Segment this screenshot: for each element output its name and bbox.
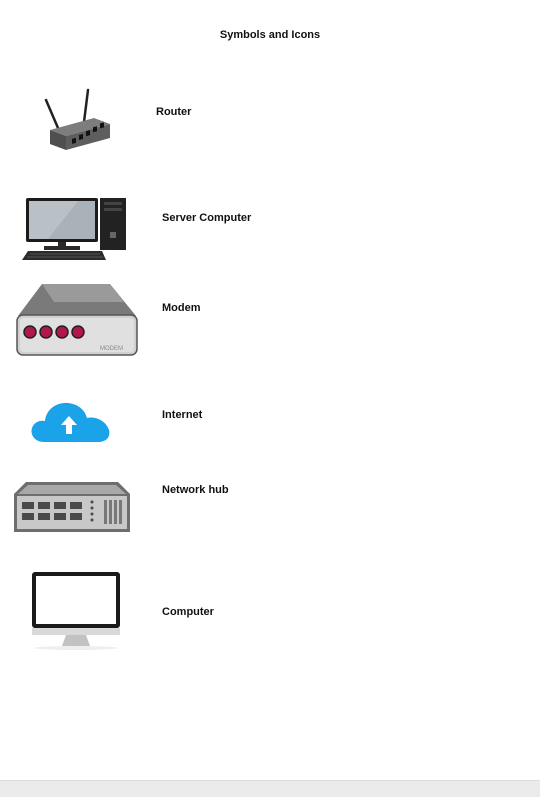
network-hub-label: Network hub	[162, 484, 229, 496]
bottom-scroll-bar	[0, 780, 540, 797]
page-title: Symbols and Icons	[219, 29, 321, 41]
modem-brand-text: MODEM	[100, 346, 123, 352]
router-label: Router	[156, 106, 192, 118]
computer-label: Computer	[162, 606, 214, 618]
computer-monitor-icon	[16, 570, 136, 652]
internet-cloud-icon	[30, 398, 112, 446]
internet-label: Internet	[162, 409, 203, 421]
server-computer-icon	[18, 196, 130, 264]
modem-label: Modem	[162, 302, 201, 314]
network-hub-icon	[12, 480, 132, 534]
modem-icon: MODEM	[14, 282, 140, 358]
server-computer-label: Server Computer	[162, 212, 252, 224]
router-icon	[38, 86, 114, 154]
